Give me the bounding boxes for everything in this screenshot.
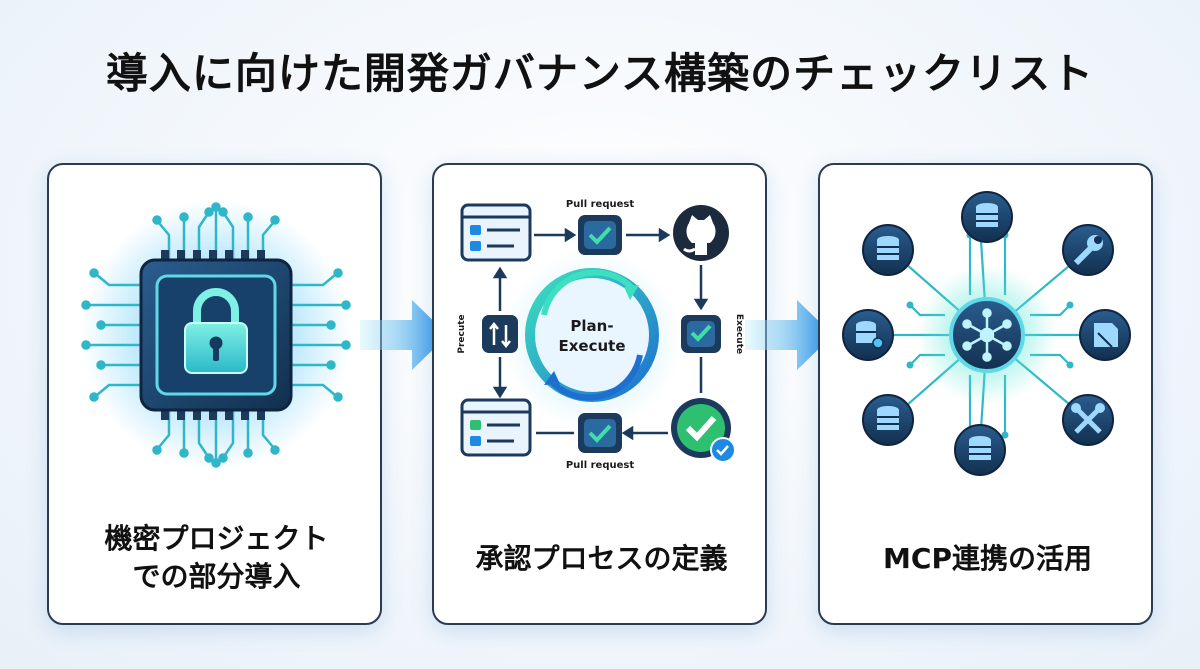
card-label-line-2: での部分導入 bbox=[132, 559, 301, 593]
card-mcp-integration: MCP連携の活用 bbox=[818, 163, 1153, 625]
tools-icon bbox=[1062, 394, 1114, 446]
side-label-left: Precute bbox=[457, 314, 467, 353]
mcp-hub-network-icon bbox=[842, 191, 1131, 476]
flow-arrow-right-icon bbox=[745, 300, 833, 370]
card-label-approval-process: 承認プロセスの定義 bbox=[475, 542, 728, 575]
flow-arrow-right-icon bbox=[360, 300, 448, 370]
wrench-icon bbox=[1062, 224, 1114, 276]
card-label-partial-adoption: 機密プロジェクト での部分導入 bbox=[49, 520, 384, 596]
plan-execute-cycle-icon: Pull request Pull request bbox=[457, 199, 744, 471]
page-title: 導入に向けた開発ガバナンス構築のチェックリスト bbox=[105, 49, 1095, 98]
card-approval-process: Pull request Pull request bbox=[432, 163, 767, 625]
card-label-mcp-integration: MCP連携の活用 bbox=[883, 542, 1092, 575]
database-icon bbox=[862, 394, 914, 446]
database-icon bbox=[862, 224, 914, 276]
card-label-line-1: 機密プロジェクト bbox=[104, 522, 329, 555]
cycle-label-line-1: Plan- bbox=[570, 317, 613, 335]
side-label-right: Execute bbox=[734, 314, 744, 354]
database-settings-icon bbox=[842, 309, 894, 361]
cycle-label-line-2: Execute bbox=[558, 337, 625, 355]
database-icon bbox=[961, 191, 1013, 243]
pull-request-label-bottom: Pull request bbox=[566, 460, 635, 471]
secure-chip-lock-icon bbox=[81, 200, 351, 470]
github-icon bbox=[673, 205, 729, 261]
window-icon bbox=[460, 398, 532, 457]
database-icon bbox=[954, 424, 1006, 476]
pull-request-label-top: Pull request bbox=[566, 199, 635, 210]
window-icon bbox=[460, 203, 532, 262]
card-partial-adoption: 機密プロジェクト での部分導入 bbox=[47, 163, 382, 625]
document-icon bbox=[1079, 309, 1131, 361]
